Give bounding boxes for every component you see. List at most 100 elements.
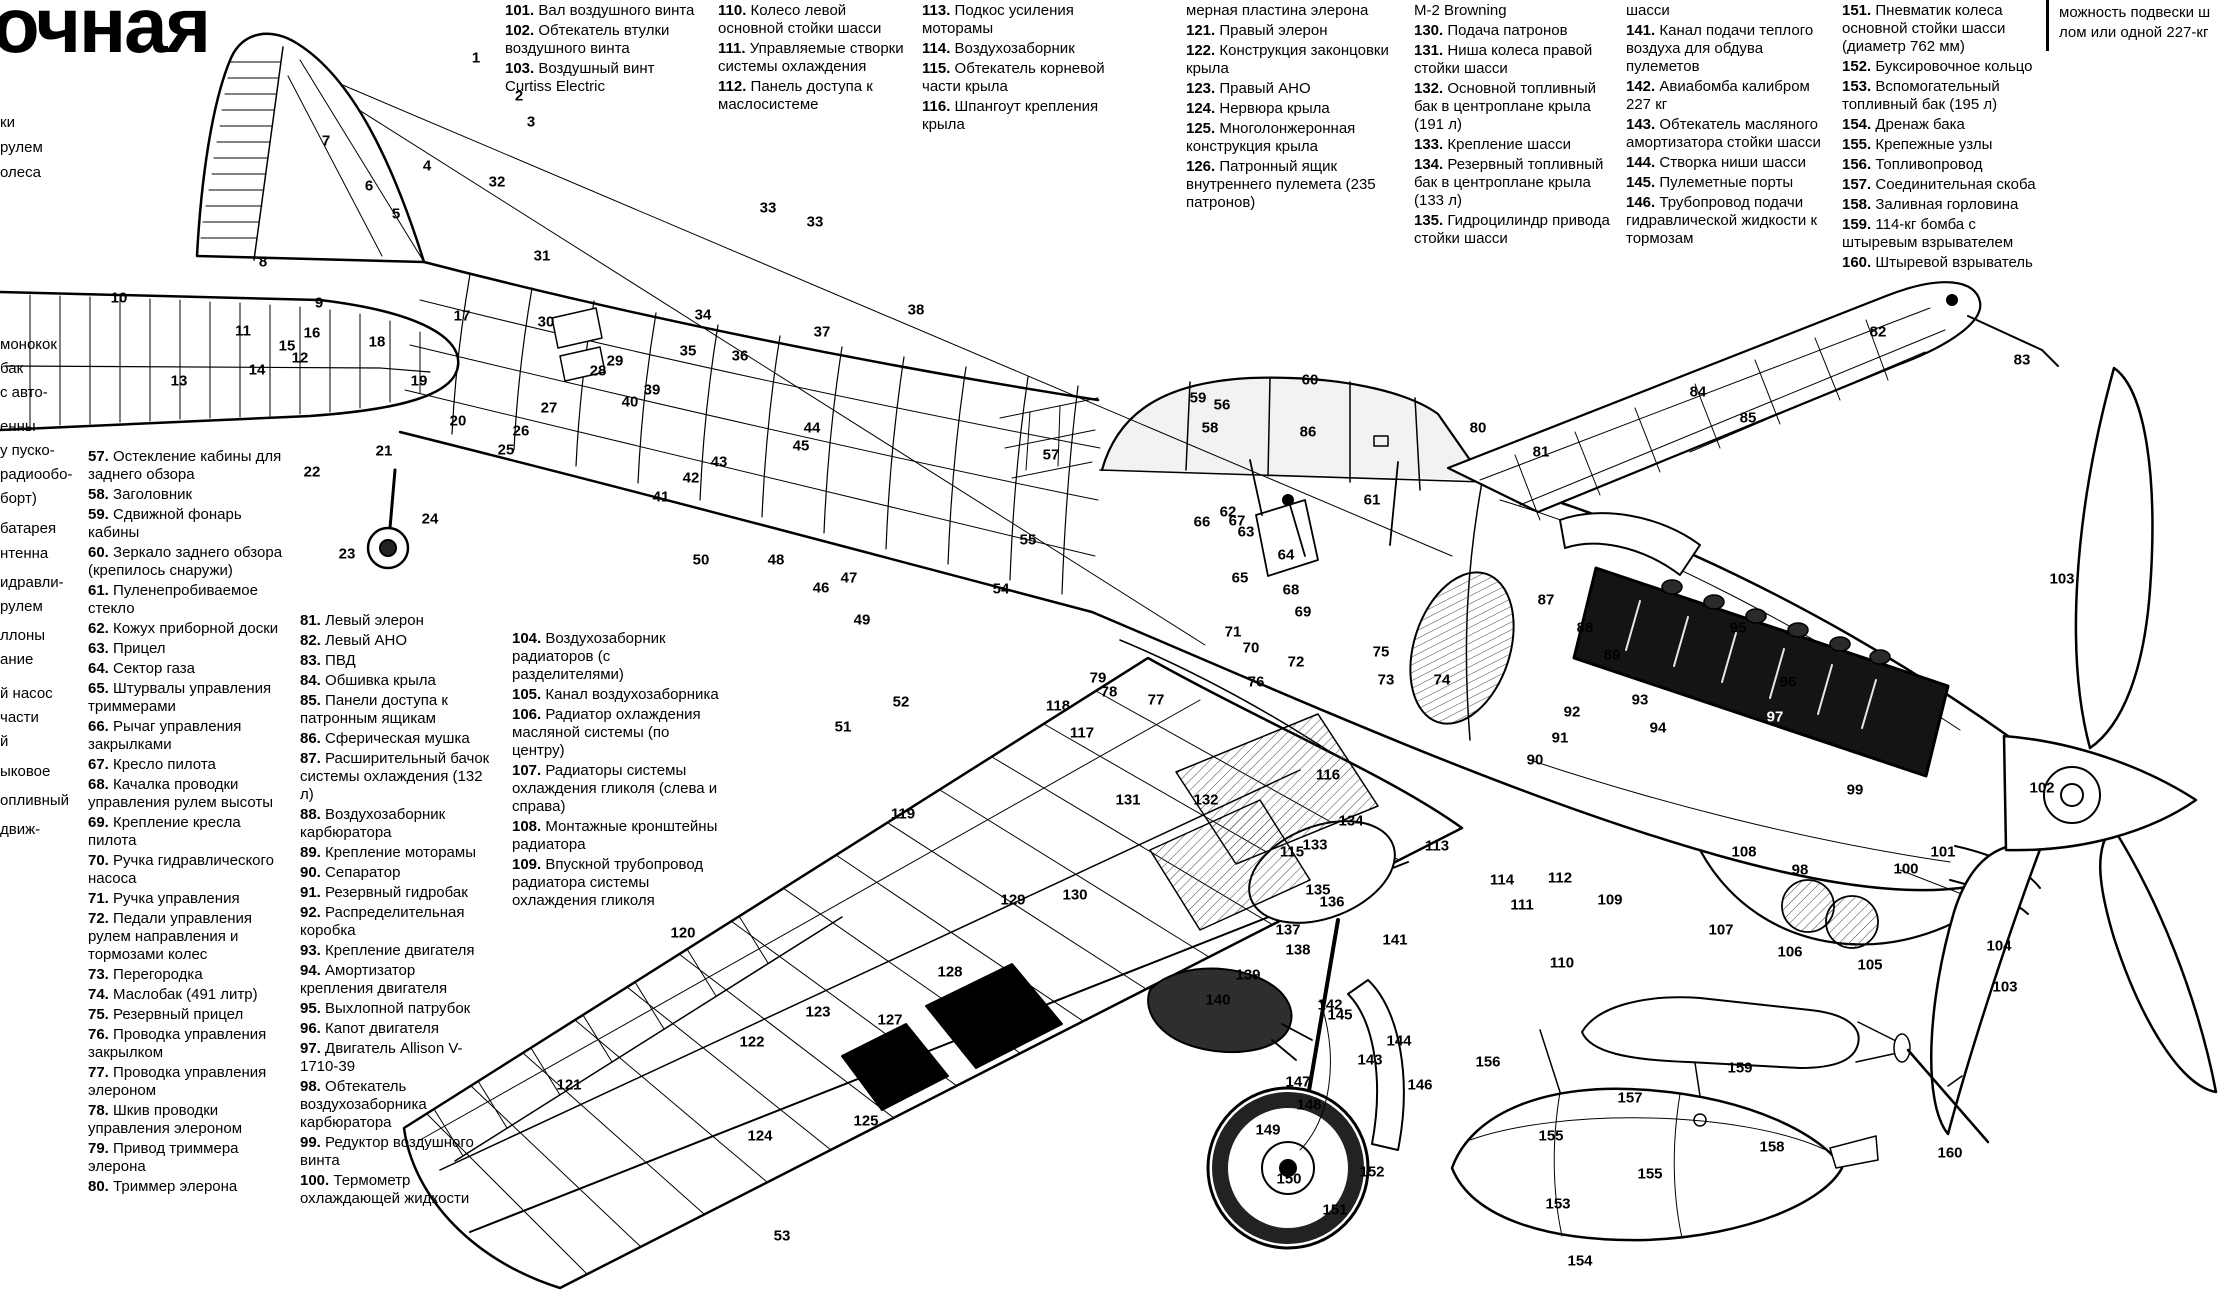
left-edge-fragment: идравли- (0, 574, 64, 591)
callout-140: 140 (1205, 991, 1231, 1009)
legend-item-113: 113. Подкос усиления моторамы (922, 2, 1074, 37)
callout-12: 12 (291, 349, 309, 367)
legend-item-66: 66. Рычаг управления закрылками (88, 718, 242, 753)
legend-item-72: 72. Педали управления рулем направления … (88, 910, 253, 963)
left-edge-fragment: енны (0, 418, 36, 435)
legend-continuation-fragment: мерная пластина элерона (1186, 2, 1369, 19)
callout-61: 61 (1363, 491, 1381, 509)
legend-item-104: 104. Воздухозаборник радиаторов (с разде… (512, 630, 666, 683)
legend-item-143: 143. Обтекатель масляного амортизатора с… (1626, 116, 1821, 151)
callout-94: 94 (1649, 719, 1667, 737)
callout-79: 79 (1089, 669, 1107, 687)
callout-69: 69 (1294, 603, 1312, 621)
callout-55: 55 (1019, 531, 1037, 549)
left-edge-fragment: й насос (0, 685, 53, 702)
callout-128: 128 (937, 963, 963, 981)
legend-item-146: 146. Трубопровод подачи гидравлической ж… (1626, 194, 1818, 247)
callout-34: 34 (694, 306, 712, 324)
callout-31: 31 (533, 247, 551, 265)
reserve-fuel-tank (1149, 799, 1311, 931)
callout-151: 151 (1322, 1201, 1348, 1219)
legend-item-71: 71. Ручка управления (88, 890, 240, 907)
callout-28: 28 (589, 362, 607, 380)
legend-item-73: 73. Перегородка (88, 966, 203, 983)
legend-item-141: 141. Канал подачи теплого воздуха для об… (1626, 22, 1814, 75)
callout-84: 84 (1689, 383, 1707, 401)
callout-106: 106 (1777, 943, 1803, 961)
callout-150: 150 (1276, 1170, 1302, 1188)
legend-item-67: 67. Кресло пилота (88, 756, 216, 773)
legend-item-111: 111. Управляемые створки системы охлажде… (718, 40, 904, 75)
callout-142: 142 (1317, 996, 1343, 1014)
legend-item-108: 108. Монтажные кронштейны радиатора (512, 818, 718, 853)
legend-item-123: 123. Правый АНО (1186, 80, 1311, 97)
callout-62: 62 (1219, 503, 1237, 521)
callout-68: 68 (1282, 581, 1300, 599)
tail-fin-rudder (195, 32, 426, 264)
callout-144: 144 (1386, 1032, 1412, 1050)
callout-136: 136 (1319, 893, 1345, 911)
legend-item-131: 131. Ниша колеса правой стойки шасси (1414, 42, 1593, 77)
legend-item-91: 91. Резервный гидробак (300, 884, 468, 901)
callout-91: 91 (1551, 729, 1569, 747)
callout-36: 36 (731, 347, 749, 365)
callout-104: 104 (1986, 937, 2012, 955)
left-edge-fragment: олеса (0, 164, 41, 181)
callout-17: 17 (453, 307, 471, 325)
legend-item-98: 98. Обтекатель воздухозаборника карбюрат… (300, 1078, 427, 1131)
callout-129: 129 (1000, 891, 1026, 909)
left-edge-fragment: ки (0, 114, 15, 131)
legend-item-93: 93. Крепление двигателя (300, 942, 475, 959)
bomb-114kg (1581, 996, 1990, 1144)
aileron-hinge (454, 916, 843, 1162)
left-edge-fragment: части (0, 709, 39, 726)
callout-141: 141 (1382, 931, 1408, 949)
callout-48: 48 (767, 551, 785, 569)
legend-item-87: 87. Расширительный бачок системы охлажде… (300, 750, 490, 803)
callout-66: 66 (1193, 513, 1211, 531)
callout-2: 2 (514, 87, 524, 105)
callout-156: 156 (1475, 1053, 1501, 1071)
legend-item-132: 132. Основной топливный бак в центроплан… (1414, 80, 1597, 133)
legend-item-126: 126. Патронный ящик внутреннего пулемета… (1186, 158, 1376, 211)
callout-109: 109 (1597, 891, 1623, 909)
callout-125: 125 (853, 1112, 879, 1130)
callout-51: 51 (834, 718, 852, 736)
callout-56: 56 (1213, 396, 1231, 414)
callout-1: 1 (471, 49, 481, 67)
callout-153: 153 (1545, 1195, 1571, 1213)
callout-40: 40 (621, 393, 639, 411)
callout-14: 14 (248, 361, 266, 379)
callout-18: 18 (368, 333, 386, 351)
callout-23: 23 (338, 545, 356, 563)
note-line-1: можность подвески ш (2059, 4, 2211, 21)
callout-67: 67 (1228, 512, 1246, 530)
callout-135: 135 (1305, 881, 1331, 899)
legend-item-106: 106. Радиатор охлаждения масляной систем… (512, 706, 701, 759)
callout-98: 98 (1791, 861, 1809, 879)
callout-103: 103 (1992, 978, 2018, 996)
callout-86: 86 (1299, 423, 1317, 441)
callout-108: 108 (1731, 843, 1757, 861)
callout-113: 113 (1424, 837, 1450, 855)
legend-item-57: 57. Остекление кабины для заднего обзора (88, 448, 282, 483)
legend-item-89: 89. Крепление моторамы (300, 844, 476, 861)
legend-item-144: 144. Створка ниши шасси (1626, 154, 1806, 171)
legend-item-145: 145. Пулеметные порты (1626, 174, 1794, 191)
callout-126: 126 (893, 1067, 919, 1085)
callout-39: 39 (643, 381, 661, 399)
callout-93: 93 (1631, 691, 1649, 709)
legend-item-75: 75. Резервный прицел (88, 1006, 244, 1023)
callout-77: 77 (1147, 691, 1165, 709)
callout-73: 73 (1377, 671, 1395, 689)
callout-15: 15 (278, 337, 296, 355)
callout-52: 52 (892, 693, 910, 711)
gear-door (1347, 979, 1405, 1151)
callout-154: 154 (1567, 1252, 1593, 1270)
legend-item-90: 90. Сепаратор (300, 864, 401, 881)
callout-11: 11 (235, 322, 251, 340)
callout-22: 22 (303, 463, 321, 481)
